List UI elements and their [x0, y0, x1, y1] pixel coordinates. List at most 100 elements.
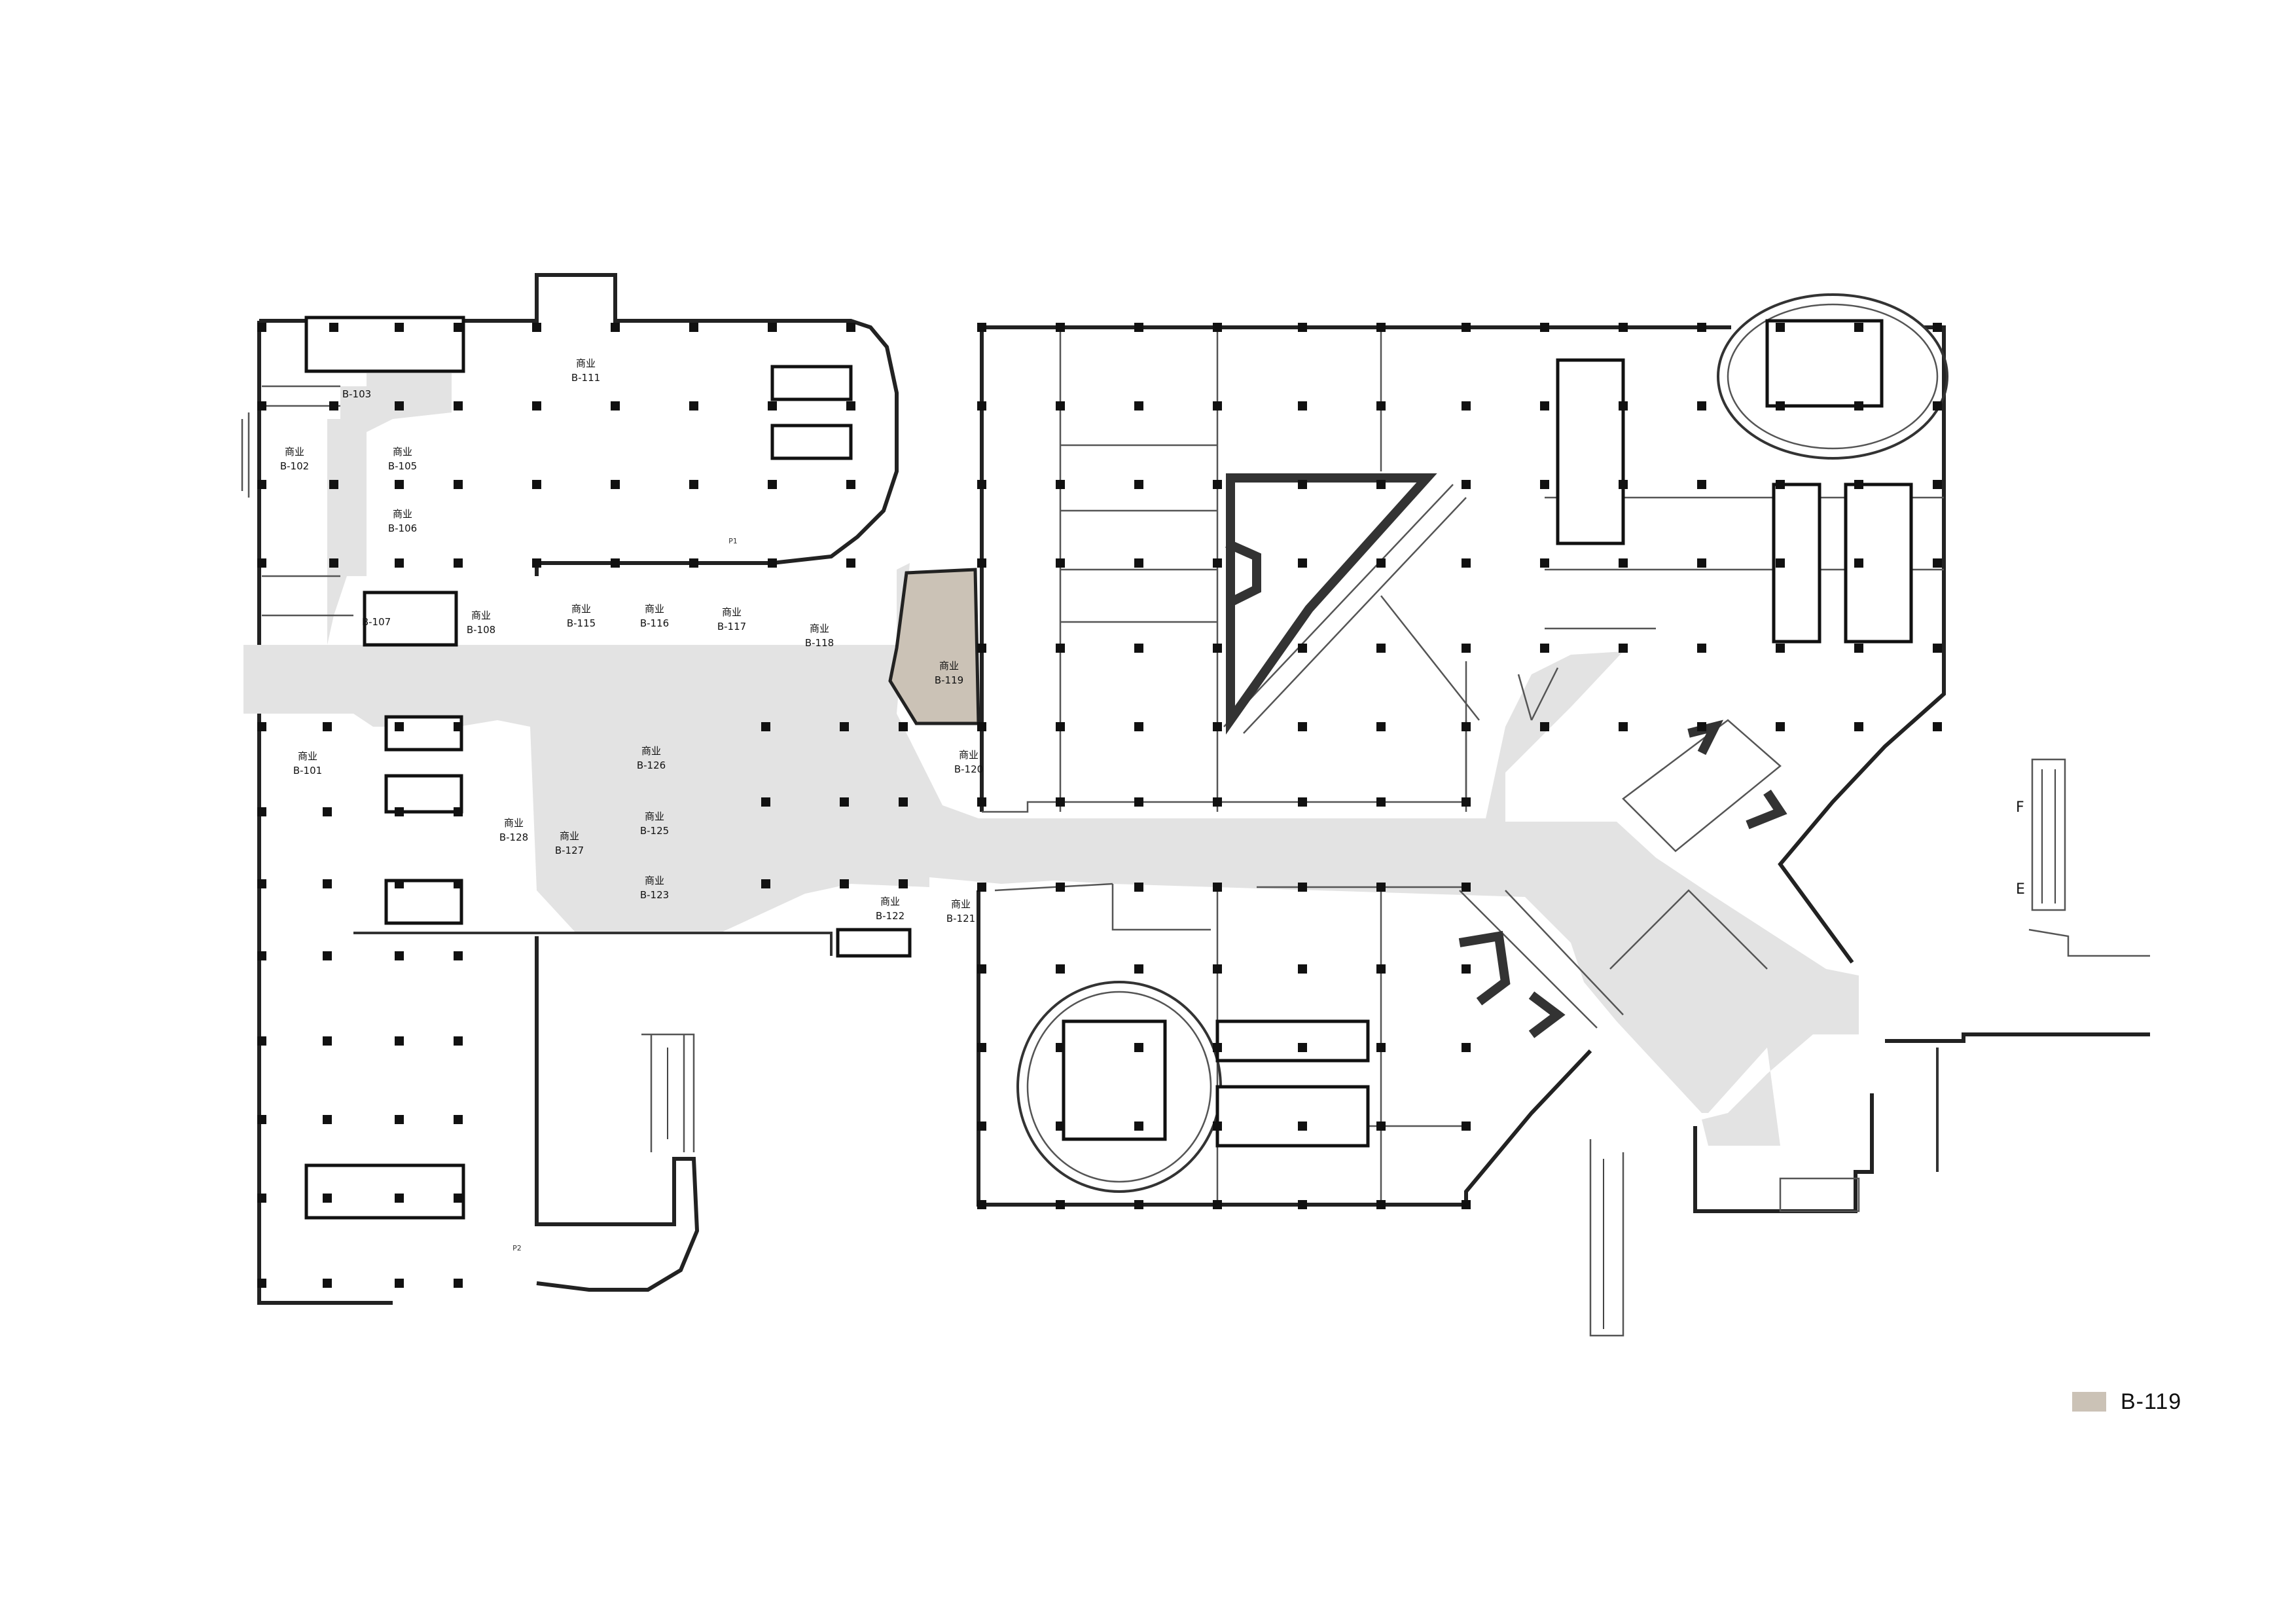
- unit-b-122[interactable]: 商业B-122: [876, 896, 905, 922]
- column: [454, 951, 463, 960]
- column: [1376, 964, 1386, 974]
- unit-id-label: B-116: [640, 617, 669, 629]
- column: [454, 401, 463, 410]
- column: [1854, 401, 1863, 410]
- unit-b-118[interactable]: 商业B-118: [805, 623, 834, 649]
- column: [846, 480, 855, 489]
- column: [1376, 797, 1386, 807]
- unit-b-119[interactable]: 商业B-119: [935, 660, 963, 686]
- column: [899, 797, 908, 807]
- column: [1213, 964, 1222, 974]
- column: [323, 1279, 332, 1288]
- unit-b-116[interactable]: 商业B-116: [640, 603, 669, 629]
- unit-b-121[interactable]: 商业B-121: [946, 898, 975, 924]
- unit-b-107[interactable]: B-107: [362, 616, 391, 628]
- column: [257, 1194, 266, 1203]
- unit-b-101[interactable]: 商业B-101: [293, 750, 322, 776]
- unit-b119-highlight[interactable]: [888, 568, 980, 725]
- column: [1776, 323, 1785, 332]
- column: [395, 879, 404, 888]
- column: [1056, 644, 1065, 653]
- east-escalators: [1589, 758, 2150, 1337]
- column: [1854, 558, 1863, 568]
- unit-b-111[interactable]: 商业B-111: [571, 357, 600, 384]
- unit-id-label: B-120: [954, 763, 983, 775]
- column: [1619, 323, 1628, 332]
- unit-b-102[interactable]: 商业B-102: [280, 446, 309, 472]
- column: [1854, 722, 1863, 731]
- unit-id-label: B-126: [637, 759, 666, 771]
- unit-b-126[interactable]: 商业B-126: [637, 745, 666, 771]
- column: [395, 1036, 404, 1046]
- unit-b-103[interactable]: B-103: [342, 388, 371, 400]
- column: [532, 480, 541, 489]
- column: [977, 722, 986, 731]
- column: [1540, 722, 1549, 731]
- column: [1376, 401, 1386, 410]
- column: [323, 951, 332, 960]
- column: [1298, 797, 1307, 807]
- columns[interactable]: [257, 323, 1942, 1288]
- column: [454, 722, 463, 731]
- column: [1298, 1200, 1307, 1209]
- marker-e: E: [2016, 881, 2025, 898]
- column: [454, 807, 463, 816]
- unit-b-106[interactable]: 商业B-106: [388, 508, 417, 534]
- column: [532, 558, 541, 568]
- unit-b-105[interactable]: 商业 B-105: [388, 446, 417, 472]
- column: [1697, 722, 1706, 731]
- column: [532, 401, 541, 410]
- column: [1056, 1043, 1065, 1052]
- column: [977, 883, 986, 892]
- unit-use-label: 商业: [471, 610, 491, 621]
- column: [1376, 1043, 1386, 1052]
- column: [1462, 964, 1471, 974]
- column: [1213, 480, 1222, 489]
- column: [257, 1036, 266, 1046]
- column: [1213, 558, 1222, 568]
- column: [1376, 558, 1386, 568]
- unit-use-label: 商业: [645, 811, 664, 822]
- unit-use-label: 商业: [951, 898, 971, 910]
- column: [395, 722, 404, 731]
- unit-id-label: B-106: [388, 522, 417, 534]
- column: [1213, 1200, 1222, 1209]
- column: [1056, 401, 1065, 410]
- unit-id-label: B-103: [342, 388, 371, 400]
- unit-id-label: B-105: [388, 460, 417, 472]
- column: [395, 807, 404, 816]
- column: [899, 879, 908, 888]
- column: [329, 480, 338, 489]
- column: [1134, 401, 1143, 410]
- unit-b-125[interactable]: 商业B-125: [640, 811, 669, 837]
- column: [454, 323, 463, 332]
- column: [1697, 323, 1706, 332]
- column: [1619, 401, 1628, 410]
- column: [1056, 323, 1065, 332]
- unit-b-127[interactable]: 商业B-127: [555, 830, 584, 856]
- unit-use-label: 商业: [393, 446, 412, 458]
- unit-b-117[interactable]: 商业B-117: [717, 606, 746, 632]
- unit-id-label: B-122: [876, 910, 905, 922]
- column: [1298, 964, 1307, 974]
- unit-b-123[interactable]: 商业B-123: [640, 875, 669, 901]
- column: [1462, 644, 1471, 653]
- unit-b-128[interactable]: 商业B-128: [499, 817, 528, 843]
- unit-id-label: B-118: [805, 637, 834, 649]
- marker-f: F: [2016, 799, 2024, 816]
- column: [977, 401, 986, 410]
- column: [977, 1043, 986, 1052]
- unit-b-115[interactable]: 商业B-115: [567, 603, 596, 629]
- column: [1462, 797, 1471, 807]
- column: [1933, 480, 1942, 489]
- unit-use-label: 商业: [645, 875, 664, 886]
- column: [1056, 883, 1065, 892]
- column: [329, 401, 338, 410]
- column: [257, 807, 266, 816]
- column: [1376, 644, 1386, 653]
- column: [1213, 722, 1222, 731]
- unit-b-108[interactable]: 商业B-108: [467, 610, 495, 636]
- marker-p1: P1: [728, 537, 738, 545]
- unit-b-120[interactable]: 商业B-120: [954, 749, 983, 775]
- column: [1056, 797, 1065, 807]
